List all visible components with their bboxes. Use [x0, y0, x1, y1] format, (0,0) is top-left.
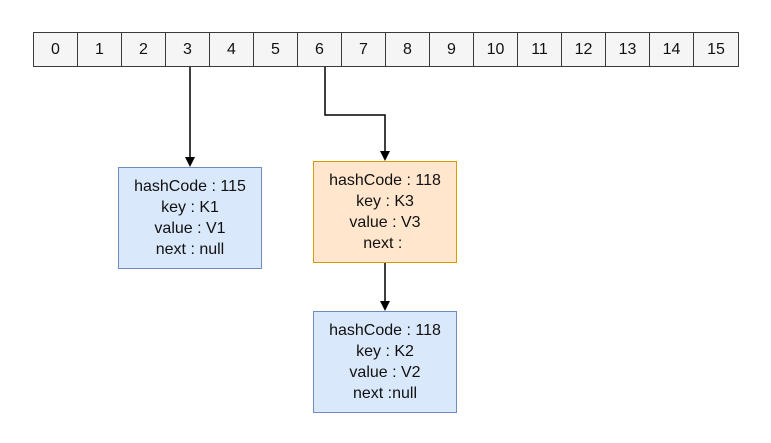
node-next: next :	[363, 235, 407, 252]
bucket-7: 7	[341, 32, 386, 67]
bucket-14: 14	[649, 32, 694, 67]
bucket-10: 10	[473, 32, 518, 67]
bucket-array: 0 1 2 3 4 5 6 7 8 9 10 11 12 13 14 15	[33, 32, 739, 67]
entry-node-k2: hashCode : 118 key : K2 value : V2 next …	[313, 311, 457, 413]
node-key: key : K1	[161, 199, 219, 216]
bucket-2: 2	[121, 32, 166, 67]
node-key: key : K3	[356, 193, 414, 210]
node-value: value : V3	[349, 214, 421, 231]
bucket-0: 0	[33, 32, 78, 67]
node-hashcode: hashCode : 118	[329, 172, 441, 189]
bucket-9: 9	[429, 32, 474, 67]
entry-node-k3: hashCode : 118 key : K3 value : V3 next …	[313, 161, 457, 263]
arrow-bucket6-to-k3	[324, 67, 390, 161]
node-value: value : V1	[154, 220, 226, 237]
entry-node-k1: hashCode : 115 key : K1 value : V1 next …	[118, 167, 262, 269]
bucket-1: 1	[77, 32, 122, 67]
bucket-6: 6	[297, 32, 342, 67]
node-value: value : V2	[349, 364, 421, 381]
bucket-8: 8	[385, 32, 430, 67]
node-key: key : K2	[356, 343, 414, 360]
bucket-3: 3	[165, 32, 210, 67]
node-hashcode: hashCode : 118	[329, 322, 441, 339]
bucket-11: 11	[517, 32, 562, 67]
node-next: next : null	[155, 241, 225, 258]
bucket-12: 12	[561, 32, 606, 67]
bucket-5: 5	[253, 32, 298, 67]
bucket-13: 13	[605, 32, 650, 67]
node-next: next :null	[352, 385, 418, 402]
bucket-15: 15	[693, 32, 739, 67]
bucket-4: 4	[209, 32, 254, 67]
node-hashcode: hashCode : 115	[134, 178, 246, 195]
